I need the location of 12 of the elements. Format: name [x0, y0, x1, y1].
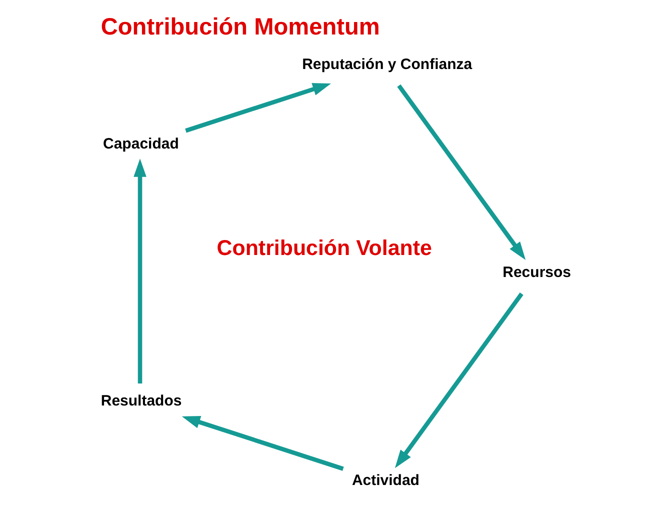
arrow	[182, 416, 344, 471]
arrow	[397, 84, 526, 260]
node-text: Capacidad	[103, 135, 179, 152]
arrow	[134, 158, 146, 384]
diagram-title: Contribución Momentum	[100, 14, 380, 40]
node-text: Recursos	[502, 264, 572, 282]
node-text: Resultados	[100, 392, 182, 410]
arrow	[185, 83, 331, 133]
node-text: Actividad	[352, 472, 420, 490]
node-text: Reputación y Confianza	[302, 56, 472, 73]
arrow	[394, 292, 524, 468]
label: Contribución Volante	[216, 236, 432, 260]
